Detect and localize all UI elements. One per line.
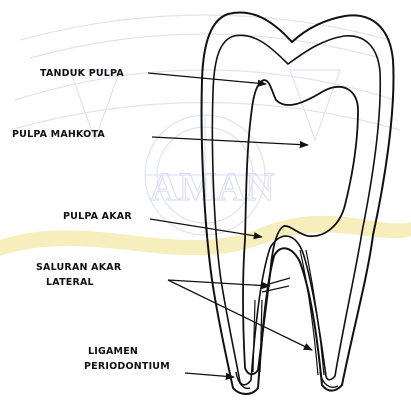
label-saluran-akar-line1: SALURAN AKAR — [36, 262, 122, 273]
label-ligamen-line2: PERIODONTIUM — [84, 361, 170, 372]
label-tanduk-pulpa: TANDUK PULPA — [40, 68, 124, 79]
label-pulpa-akar: PULPA AKAR — [63, 211, 132, 222]
lateral-canal — [262, 278, 290, 292]
label-saluran-akar-line2: LATERAL — [46, 277, 94, 288]
pointer-pulpa-mahkota — [152, 137, 308, 145]
label-ligamen-line1: LIGAMEN — [88, 346, 138, 357]
pointer-tanduk-pulpa — [148, 73, 266, 84]
pointer-ligamen-periodontium — [185, 373, 234, 377]
pointer-saluran-akar-lateral — [168, 280, 270, 286]
pointer-saluran-akar-apical — [168, 280, 312, 350]
label-pulpa-mahkota: PULPA MAHKOTA — [12, 129, 105, 140]
